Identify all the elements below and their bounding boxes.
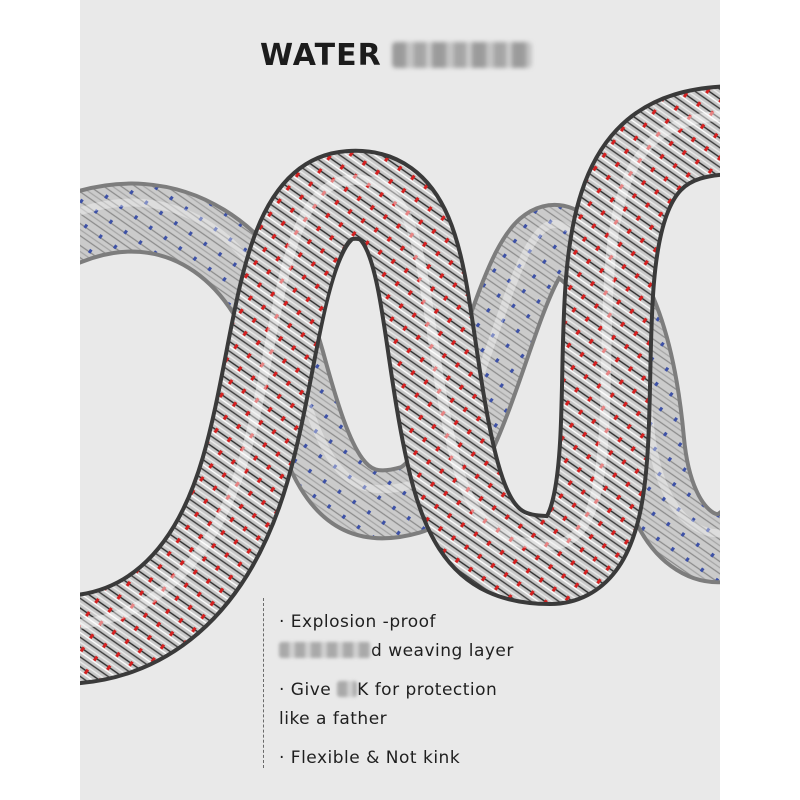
feature-text: K for protection: [357, 680, 498, 700]
braided-hose-image: [80, 84, 720, 686]
feature-line: · Flexible & Not kink: [279, 748, 461, 768]
feature-line: like a father: [279, 709, 388, 729]
redacted-title-word: [391, 42, 532, 68]
feature-divider: [263, 598, 264, 768]
feature-line: · Give K for protection: [279, 676, 699, 705]
feature-text: · Give: [279, 680, 338, 700]
feature-item-protection: · Give K for protection like a father: [279, 676, 699, 734]
feature-text: d weaving layer: [371, 641, 514, 661]
feature-list: · Explosion -proof d weaving layer · Giv…: [279, 608, 699, 783]
feature-item-flexible: · Flexible & Not kink: [279, 744, 699, 773]
banner-title: WATER: [260, 38, 532, 73]
title-word: WATER: [260, 38, 382, 73]
feature-item-explosion-proof: · Explosion -proof d weaving layer: [279, 608, 699, 666]
feature-line: d weaving layer: [279, 637, 699, 666]
feature-line: · Explosion -proof: [279, 612, 437, 632]
redacted-text: [279, 642, 371, 658]
product-banner: WATER · Explosion -proof d weaving layer…: [80, 0, 720, 800]
redacted-text: [337, 681, 358, 697]
hose-front-coil: [80, 84, 720, 686]
